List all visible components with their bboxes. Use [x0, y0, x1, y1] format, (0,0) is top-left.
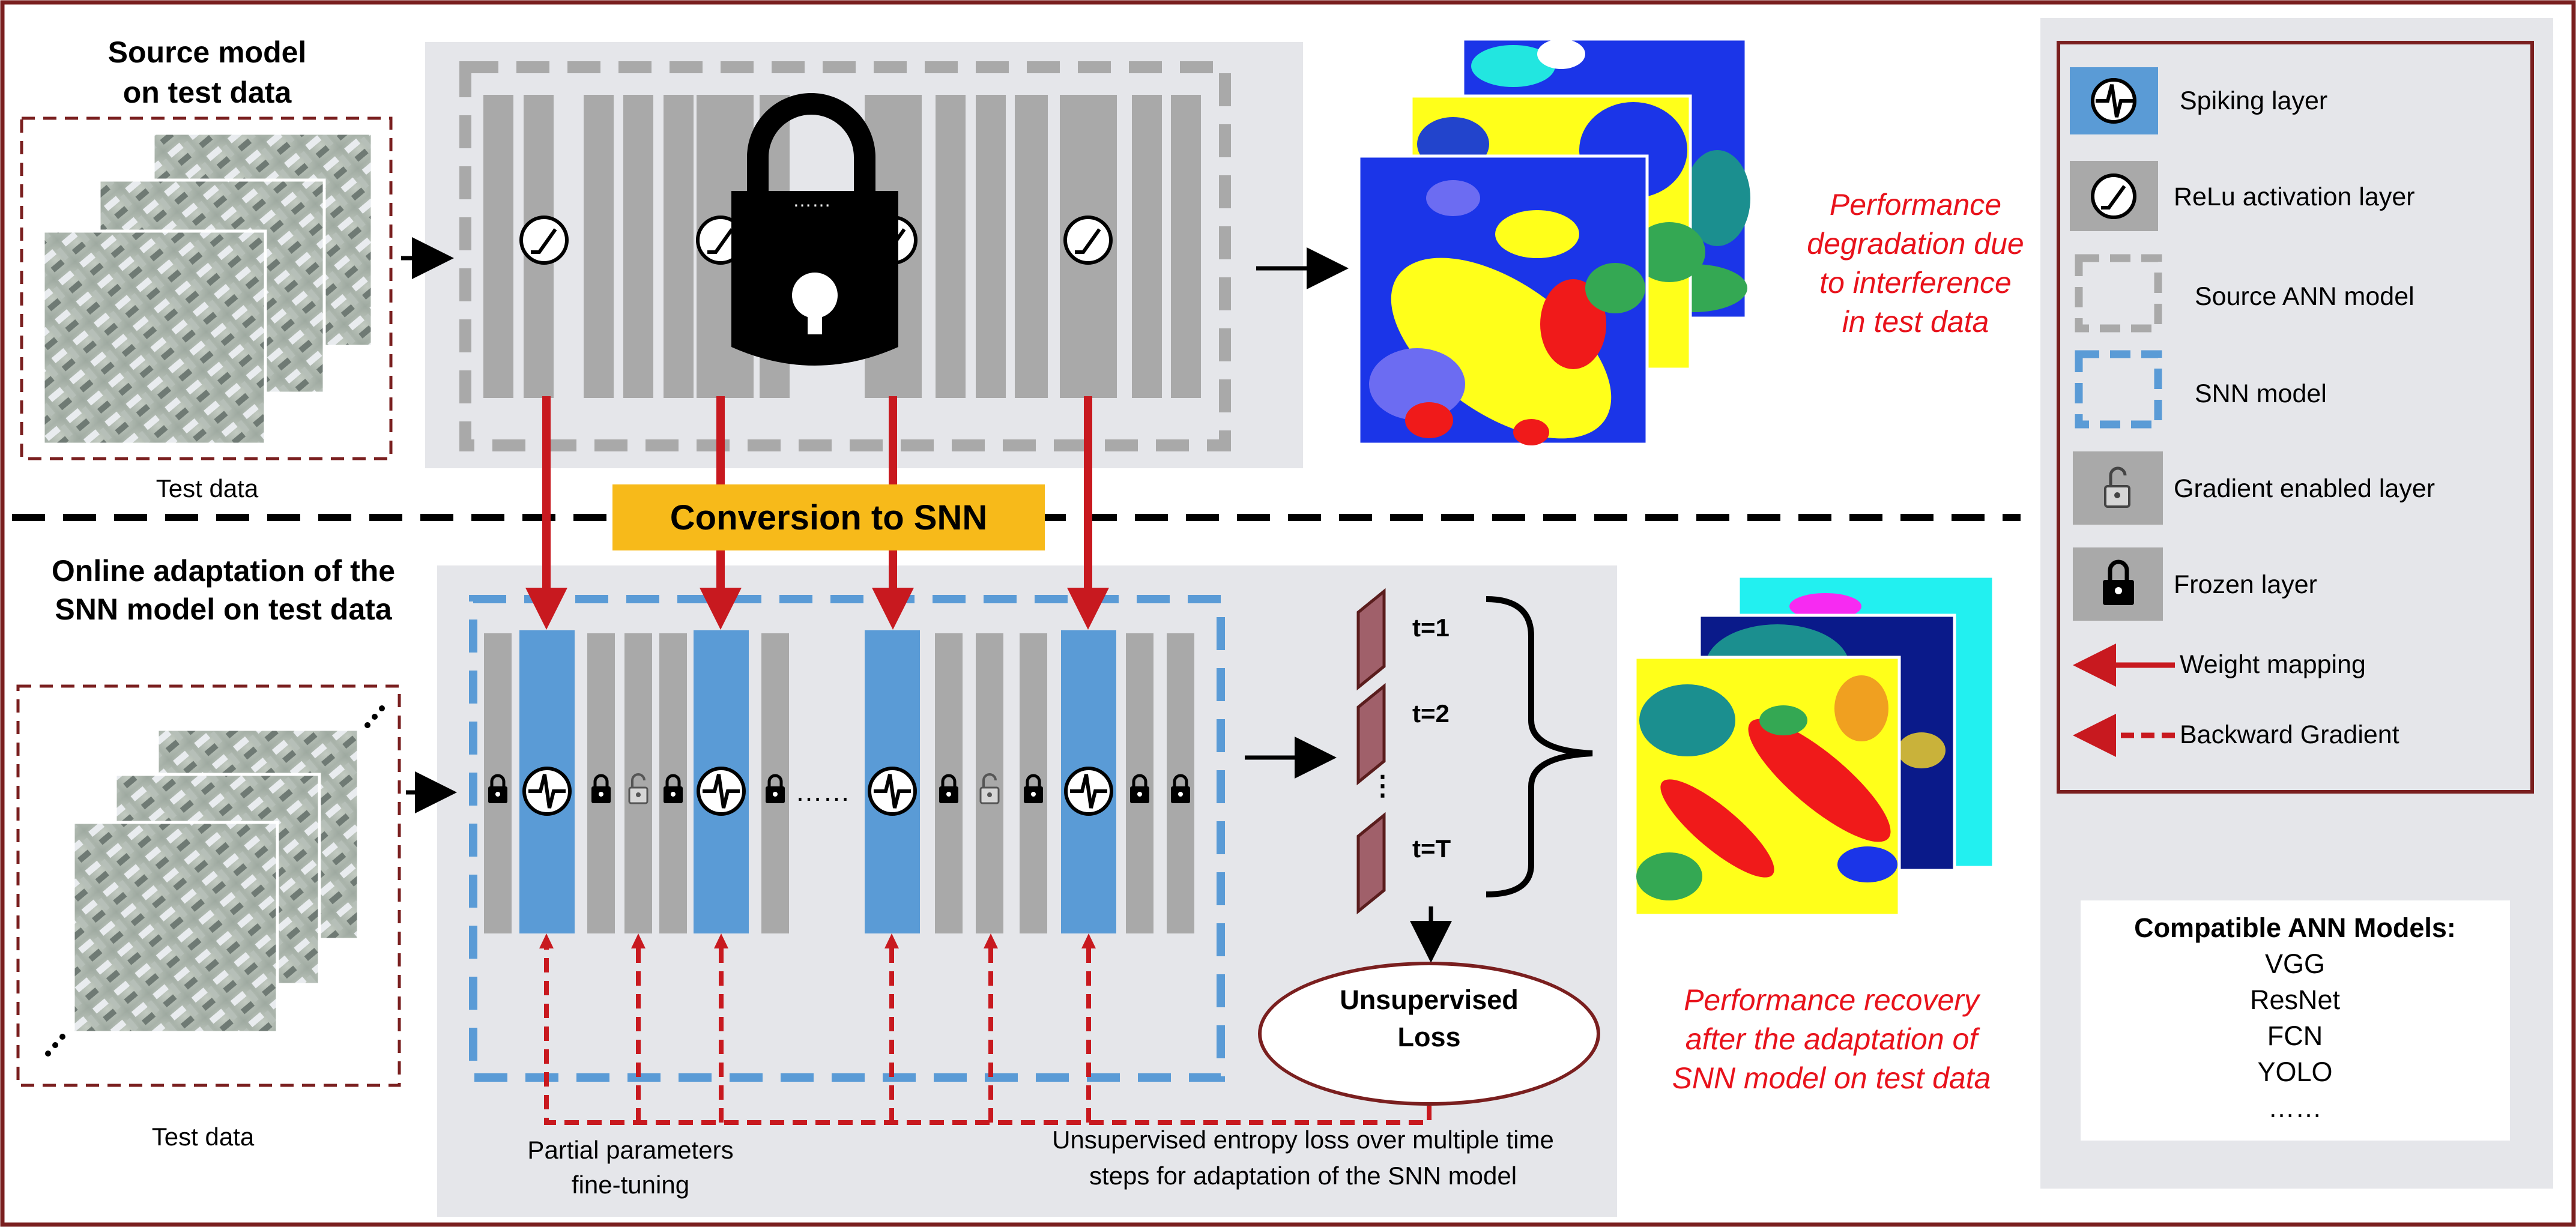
time-step-outputs	[1356, 588, 1386, 915]
snn-dashed-box	[469, 595, 1225, 1082]
legend-icons	[2070, 67, 2175, 757]
snn-layer-ellipsis: ……	[795, 776, 850, 807]
spike-icons	[522, 767, 1113, 816]
test-images-top	[20, 116, 393, 460]
backward-gradient-heads	[539, 933, 1096, 948]
gradient-enabled-locks	[628, 773, 1000, 804]
segmentation-maps-recovered	[1633, 574, 1995, 917]
frozen-layer-locks	[488, 774, 1190, 803]
frozen-model-padlock-icon: ……	[731, 93, 898, 366]
backward-gradient-arrows	[544, 945, 1432, 1125]
ann-dashed-box	[459, 61, 1231, 451]
time-steps-brace	[1486, 596, 1593, 897]
snn-gray-layers	[484, 633, 1194, 933]
test-images-bottom	[16, 684, 401, 1087]
segmentation-maps-degraded	[1357, 37, 1750, 446]
svg-text:……: ……	[793, 189, 831, 211]
